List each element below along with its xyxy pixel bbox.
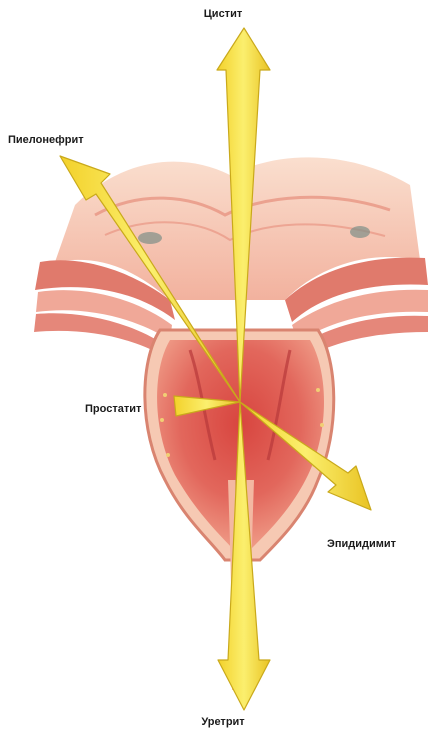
label-urethritis: Уретрит: [0, 716, 446, 728]
label-pyelonephritis: Пиелонефрит: [8, 134, 84, 146]
label-prostatitis: Простатит: [85, 403, 141, 415]
label-cystitis: Цистит: [0, 8, 446, 20]
label-epididymitis: Эпидидимит: [327, 538, 396, 550]
